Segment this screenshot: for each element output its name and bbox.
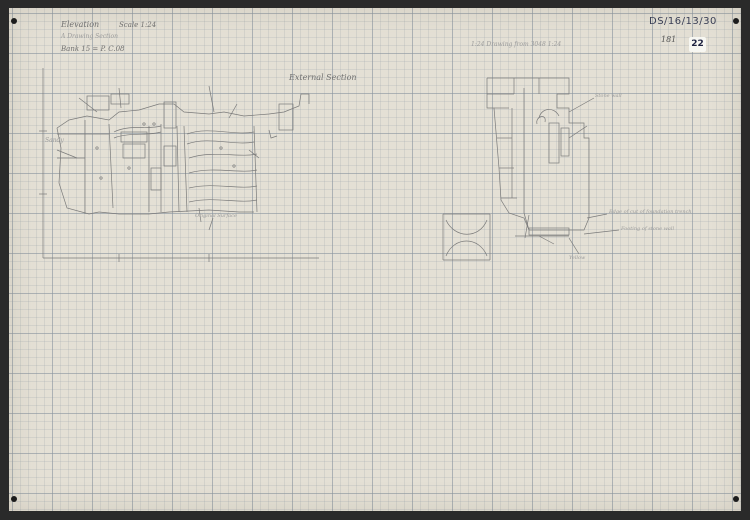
- corner-pin-bottom-left: [11, 496, 17, 502]
- header-left-note: Elevation: [61, 20, 100, 29]
- header-line2-note: A Drawing Section: [61, 33, 118, 40]
- footing-label: Footing of stone wall: [621, 226, 675, 232]
- yellow-label: Yellow: [569, 255, 586, 261]
- corner-pin-bottom-right: [733, 496, 739, 502]
- original-surface-label: Original Surface: [195, 213, 237, 219]
- right-plan-drawing: [442, 77, 620, 261]
- item-number-badge: 22: [689, 37, 706, 52]
- graph-paper-sheet: Elevation Scale 1:24 A Drawing Section B…: [9, 8, 741, 511]
- pencil-item-number: 181: [661, 35, 677, 44]
- archive-reference-number: DS/16/13/30: [649, 16, 717, 27]
- section-title-note: External Section: [289, 73, 357, 82]
- left-section-axes: [39, 68, 319, 262]
- right-header-note: 1:24 Drawing from 3048 1:24: [471, 41, 562, 48]
- corner-pin-top-left: [11, 18, 17, 24]
- pencil-drawings: [39, 68, 620, 262]
- left-section-profile: [56, 85, 310, 231]
- foundation-trench-label: Edge of cut of foundation trench: [609, 209, 692, 215]
- header-scale-note: Scale 1:24: [119, 21, 157, 29]
- sandy-label: Sandy: [45, 137, 64, 144]
- header-line3-note: Bank 15 = P. C.08: [61, 45, 125, 53]
- stone-wall-label: Stone wall: [595, 93, 622, 99]
- corner-pin-top-right: [733, 18, 739, 24]
